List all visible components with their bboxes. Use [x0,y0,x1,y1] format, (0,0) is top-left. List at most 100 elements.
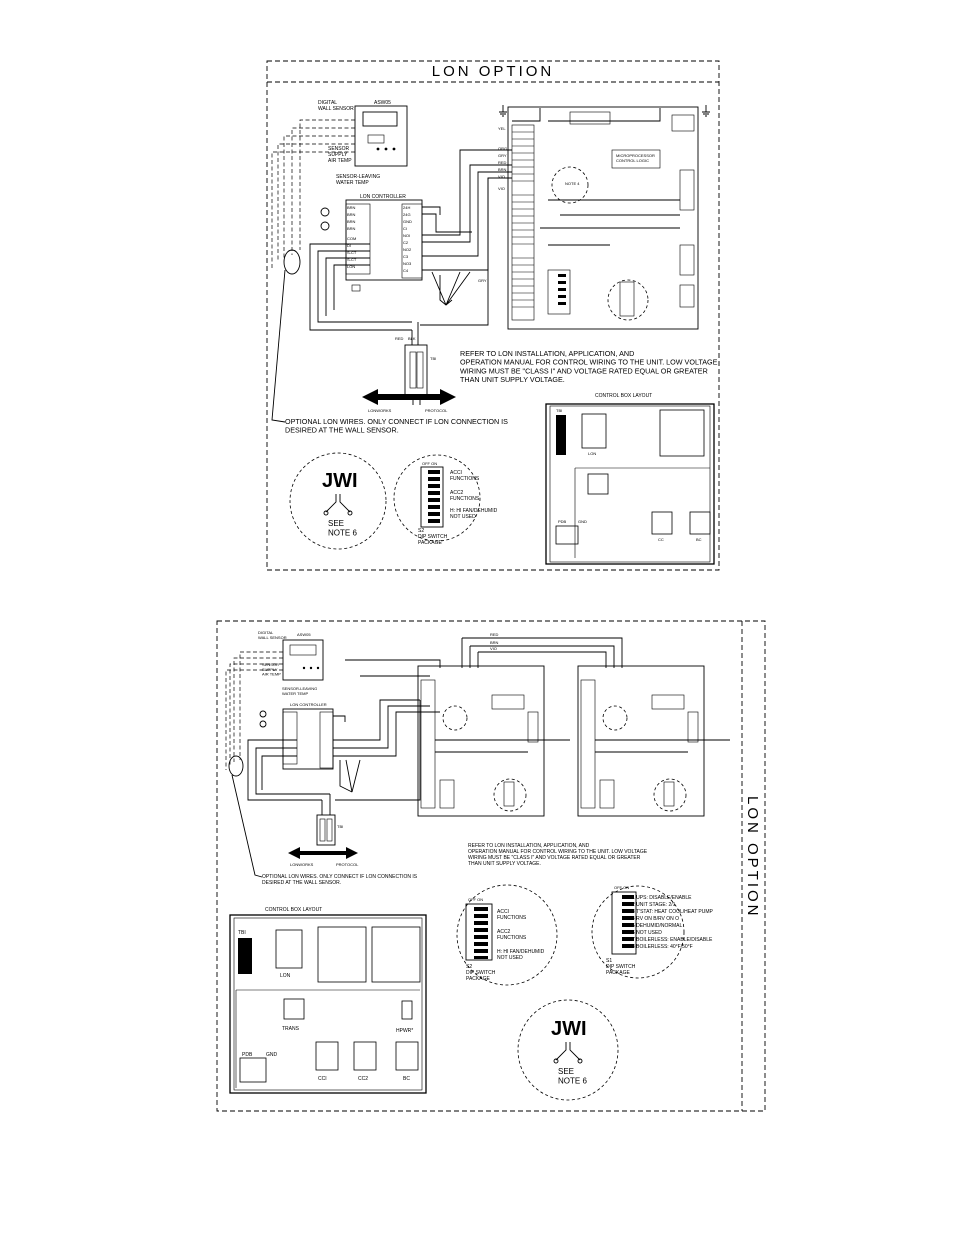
bottom-s1-item-7: 7 BOILERLESS: ENABLE/DISABLE [632,937,713,943]
top-sensor-wires [271,119,355,268]
bottom-s2-header: OFF ON [468,897,483,902]
bottom-s1-item-8: 8 BOILERLESS: 40°F/50°F [632,944,693,950]
svg-text:BRN: BRN [490,640,499,645]
bottom-control-board-1 [417,665,570,817]
top-cb-pdb: PDB [558,519,567,524]
top-tb-feed [411,178,489,345]
bottom-optional-lead [231,774,263,878]
top-cb-tbi: TBI [556,408,562,413]
bottom-lonworks-arrow: LONWORKS PROTOCOL [288,847,359,867]
bottom-s1-item-5: 5 DEHUMID/NORMAL [632,923,683,929]
top-main-note: REFER TO LON INSTALLATION, APPLICATION, … [460,349,718,384]
bottom-lon-wire-bundle [228,755,244,777]
bottom-lon-controller: LON CONTROLLER [259,702,334,770]
bottom-s1-item-4: 4 RV ON B/RV ON O [632,916,679,922]
bottom-cb-pdb: PDB [242,1052,253,1058]
top-lon-controller: LON CONTROLLER 24H 24G GND CI NOI C2 NO2… [345,194,423,292]
top-control-box: CONTROL BOX LAYOUT TBI LON PDB GND CC BC [545,393,715,565]
bottom-cb-cc1: CCI [318,1076,327,1082]
top-lonworks-arrow: LONWORKS PROTOCOL [362,389,456,413]
bottom-s1-item-6: 6 NOT USED [632,930,662,936]
bottom-cb-gnd: GND [266,1052,278,1058]
top-ground-right [702,105,710,117]
top-cb-cc: CC [658,537,664,542]
bottom-control-box: CONTROL BOX LAYOUT TBI LON TRANS HPWR* P… [229,907,427,1094]
svg-text:VIO: VIO [498,186,505,191]
bottom-cb-tbi: TBI [238,930,246,936]
svg-text:DI: DI [347,243,351,248]
svg-text:VIO: VIO [490,646,497,651]
bottom-sensor-wires [225,651,283,770]
top-dip-header: OFF ON [422,461,437,466]
svg-text:C4: C4 [403,268,409,273]
svg-text:24G: 24G [403,212,411,217]
top-cb-lon: LON [588,451,596,456]
bottom-cb-cc2: CC2 [358,1076,368,1082]
top-tb-label: TBI [430,356,436,361]
bottom-lon-controller-label: LON CONTROLLER [290,702,327,707]
svg-text:NOTE 4: NOTE 4 [565,181,580,186]
top-optional-note: OPTIONAL LON WIRES. ONLY CONNECT IF LON … [285,417,508,435]
top-lon-bus-wires [309,243,412,331]
bottom-control-board-2 [577,665,730,817]
bottom-terminal-block: TBI [316,814,343,846]
bottom-control-box-title: CONTROL BOX LAYOUT [265,907,322,913]
top-sensor-model: ASW05 [374,100,391,106]
svg-text:NO2: NO2 [403,247,412,252]
top-sensor-thermistor-2 [320,221,330,231]
svg-text:C3: C3 [403,254,409,259]
top-arrow-left: LONWORKS [368,408,392,413]
top-jwi-label: JWI [322,470,358,492]
svg-text:YEL: YEL [498,126,506,131]
svg-text:VIO: VIO [498,174,505,179]
svg-text:C2: C2 [403,240,409,245]
svg-text:24H: 24H [403,205,410,210]
svg-text:GRY: GRY [478,278,487,283]
svg-text:GND: GND [403,219,412,224]
bottom-cb-bc: BC [403,1076,410,1082]
svg-text:GRY: GRY [498,153,507,158]
bottom-cb-trans: TRANS [282,1026,300,1032]
bottom-frame [216,620,766,1112]
svg-text:ORG: ORG [498,146,507,151]
svg-text:S-CT: S-CT [347,257,357,262]
bottom-top-wire-runs [462,637,623,668]
top-control-wires-b [422,164,512,271]
bottom-tb-label: TBI [337,824,343,829]
top-control-box-title: CONTROL BOX LAYOUT [595,393,652,399]
bottom-s1-item-2: 2 UNIT STAGE: 2/1 [632,902,676,908]
top-frame [266,60,720,571]
svg-text:NO3: NO3 [403,261,412,266]
svg-text:BRN: BRN [347,219,356,224]
top-optional-lead [271,269,286,423]
top-control-wires-a [422,149,512,236]
top-title: LON OPTION [432,63,555,80]
svg-text:LON: LON [347,264,355,269]
bottom-sensor-model: ASW05 [297,632,311,637]
svg-text:BLK: BLK [408,336,416,341]
top-lon-wire-bundle [283,249,301,275]
svg-text:CI: CI [403,226,407,231]
bottom-cb-hpwr: HPWR* [396,1028,413,1034]
svg-text:BRN: BRN [498,167,507,172]
svg-text:COM: COM [347,236,356,241]
bottom-control-wires [333,699,440,757]
